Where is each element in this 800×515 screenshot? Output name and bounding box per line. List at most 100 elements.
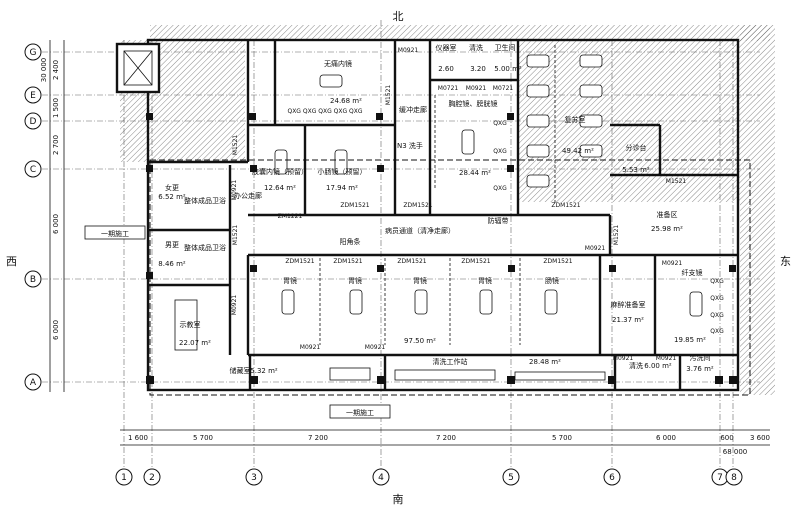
- svg-text:清洗: 清洗: [629, 361, 643, 370]
- svg-text:污洗间: 污洗间: [690, 353, 711, 362]
- svg-text:2 400: 2 400: [52, 60, 60, 80]
- svg-text:M1521: M1521: [232, 225, 239, 246]
- svg-text:6.52 m²: 6.52 m²: [158, 193, 186, 201]
- svg-text:5.53 m²: 5.53 m²: [622, 166, 650, 174]
- svg-text:ZDM1521: ZDM1521: [397, 258, 426, 265]
- svg-text:600: 600: [720, 434, 733, 442]
- svg-text:3.20: 3.20: [470, 65, 486, 73]
- svg-text:男更: 男更: [165, 241, 179, 249]
- grid-rows: [42, 51, 760, 383]
- svg-text:3: 3: [251, 473, 257, 483]
- svg-text:M0921: M0921: [656, 355, 677, 362]
- svg-text:ZDM1521: ZDM1521: [340, 202, 369, 209]
- svg-text:25.98 m²: 25.98 m²: [651, 225, 683, 233]
- svg-text:97.50 m²: 97.50 m²: [404, 337, 436, 345]
- svg-text:M0721: M0721: [493, 85, 514, 92]
- phase-label-west: 一期施工: [84, 225, 146, 240]
- svg-text:28.48 m²: 28.48 m²: [529, 358, 561, 366]
- svg-text:5 700: 5 700: [193, 434, 213, 442]
- svg-text:M0921: M0921: [613, 355, 634, 362]
- svg-text:7 200: 7 200: [308, 434, 328, 442]
- svg-text:D: D: [30, 117, 37, 127]
- svg-text:缓冲走廊: 缓冲走廊: [399, 105, 427, 114]
- svg-text:胃镜: 胃镜: [413, 276, 427, 285]
- svg-text:M0921: M0921: [662, 260, 683, 267]
- svg-text:68 000: 68 000: [723, 448, 748, 456]
- svg-text:M0921: M0921: [300, 344, 321, 351]
- svg-text:分诊台: 分诊台: [626, 143, 647, 152]
- svg-text:1: 1: [121, 473, 127, 483]
- svg-text:5: 5: [508, 473, 514, 483]
- left-dimensions: 2 400 1 500 2 700 6 000 6 000 30 000: [40, 40, 65, 392]
- svg-text:清洗工作站: 清洗工作站: [433, 357, 468, 366]
- svg-text:ZDM1521: ZDM1521: [461, 258, 490, 265]
- svg-text:4: 4: [378, 473, 384, 483]
- svg-text:6 000: 6 000: [52, 214, 60, 234]
- stair-core: [115, 42, 161, 94]
- svg-text:仪器室: 仪器室: [436, 43, 457, 52]
- svg-text:M1521: M1521: [613, 225, 620, 246]
- svg-text:2.60: 2.60: [438, 65, 454, 73]
- svg-text:ZDM1521: ZDM1521: [333, 258, 362, 265]
- svg-text:QXG: QXG: [493, 148, 507, 155]
- oxygen-labels: QXG QXG QXG QXG QXG QXG QXG QXG QXG QXG …: [287, 108, 724, 335]
- svg-text:17.94 m²: 17.94 m²: [326, 184, 358, 192]
- svg-text:M0921: M0921: [466, 85, 487, 92]
- svg-text:胶囊内镜（预留）: 胶囊内镜（预留）: [252, 167, 308, 176]
- svg-text:QXG QXG QXG QXG QXG: QXG QXG QXG QXG QXG: [287, 108, 362, 115]
- svg-text:一期施工: 一期施工: [101, 229, 129, 238]
- svg-text:24.68 m²: 24.68 m²: [330, 97, 362, 105]
- curtain-partitions: [319, 45, 556, 345]
- phase-label-south: 一期施工: [329, 404, 391, 419]
- svg-text:6: 6: [609, 473, 615, 483]
- svg-text:21.37 m²: 21.37 m²: [612, 316, 644, 324]
- svg-text:B: B: [30, 275, 36, 285]
- svg-text:6 000: 6 000: [52, 320, 60, 340]
- phase-boundary: [149, 159, 751, 396]
- svg-text:防辐带: 防辐带: [488, 216, 509, 225]
- room-labels: 无痛内镜 24.68 m² 缓冲走廊 仪器室 清洗 3.20 2.60 卫生间 …: [158, 43, 714, 375]
- svg-text:22.07 m²: 22.07 m²: [179, 339, 211, 347]
- svg-text:1 600: 1 600: [128, 434, 148, 442]
- svg-text:QXG: QXG: [493, 120, 507, 127]
- svg-text:ZM1221: ZM1221: [278, 213, 303, 220]
- svg-text:QXG: QXG: [710, 295, 724, 302]
- svg-text:整体成品卫浴: 整体成品卫浴: [184, 196, 226, 205]
- svg-text:胸腔镜、膀胱镜: 胸腔镜、膀胱镜: [449, 99, 498, 108]
- svg-text:1 500: 1 500: [52, 98, 60, 118]
- svg-text:整体成品卫浴: 整体成品卫浴: [184, 243, 226, 252]
- svg-text:7: 7: [717, 473, 723, 483]
- svg-text:QXG: QXG: [710, 278, 724, 285]
- svg-text:清洗: 清洗: [469, 43, 483, 52]
- bottom-dimensions: 1 600 5 700 7 200 7 200 5 700 6 000 600 …: [120, 429, 770, 456]
- walls: [146, 38, 740, 392]
- svg-text:准备区: 准备区: [657, 210, 678, 219]
- svg-text:6 000: 6 000: [656, 434, 676, 442]
- svg-text:QXG: QXG: [710, 328, 724, 335]
- svg-text:E: E: [30, 91, 36, 101]
- svg-text:M0921: M0921: [398, 47, 419, 54]
- svg-text:胃镜: 胃镜: [283, 276, 297, 285]
- svg-text:M1521: M1521: [666, 178, 687, 185]
- svg-text:M1521: M1521: [232, 135, 239, 156]
- svg-text:女更: 女更: [165, 183, 179, 192]
- south-label: 南: [393, 493, 404, 506]
- svg-text:复苏室: 复苏室: [565, 115, 586, 124]
- svg-text:胃镜: 胃镜: [478, 276, 492, 285]
- svg-text:30 000: 30 000: [40, 58, 48, 83]
- hatch-east: [740, 25, 775, 395]
- row-axis-labels: G E D C B A: [24, 43, 42, 391]
- svg-text:N3 洗手: N3 洗手: [397, 141, 423, 150]
- svg-text:8: 8: [731, 473, 737, 483]
- svg-text:胃镜: 胃镜: [348, 276, 362, 285]
- svg-text:M0721: M0721: [438, 85, 459, 92]
- svg-text:28.44 m²: 28.44 m²: [459, 169, 491, 177]
- svg-text:卫生间: 卫生间: [495, 43, 516, 52]
- svg-text:QXG: QXG: [493, 185, 507, 192]
- equipment: [174, 54, 703, 381]
- svg-text:M0921: M0921: [585, 245, 606, 252]
- hatch-north: [150, 25, 770, 41]
- svg-text:5.32 m²: 5.32 m²: [250, 367, 278, 375]
- svg-text:无痛内镜: 无痛内镜: [324, 59, 352, 68]
